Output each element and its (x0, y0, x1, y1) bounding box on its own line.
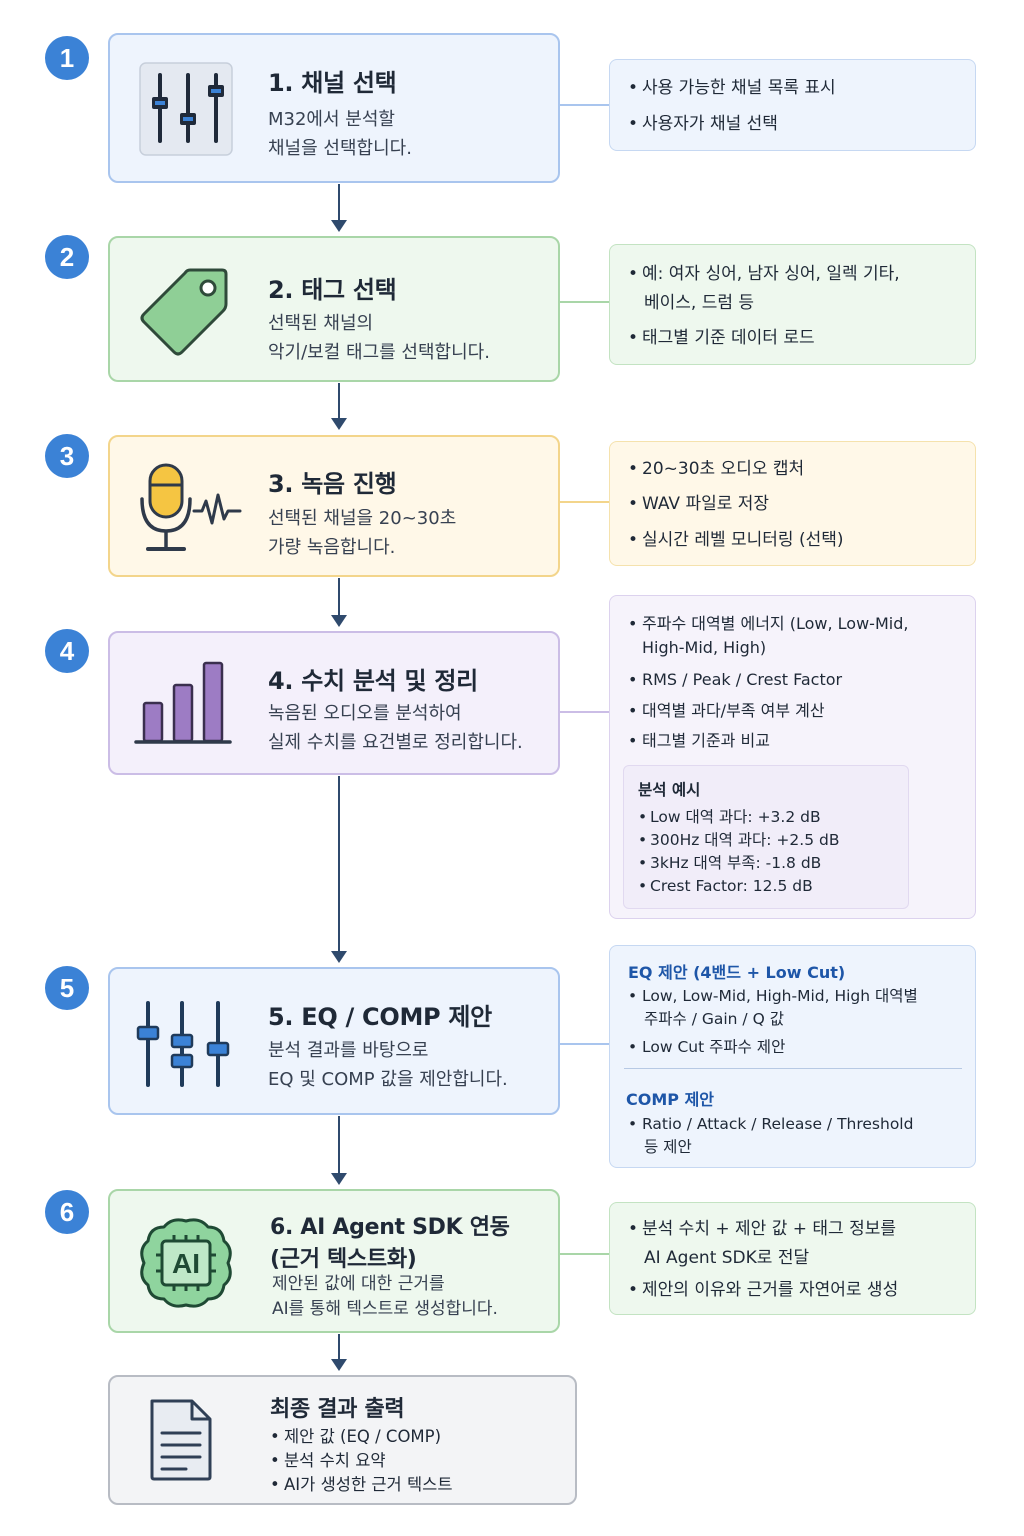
step-number-4: 4 (45, 629, 89, 673)
step-number-1: 1 (45, 36, 89, 80)
step-2-notes: •예: 여자 싱어, 남자 싱어, 일렉 기타, 베이스, 드럼 등 •태그별 … (609, 244, 976, 365)
step-6-desc-line-1: 제안된 값에 대한 근거를 (272, 1274, 445, 1294)
final-output-item-1: •제안 값 (EQ / COMP) (270, 1427, 442, 1446)
step-2-desc-line-1: 선택된 채널의 (268, 313, 374, 334)
step-6-note-1-cont: AI Agent SDK로 전달 (644, 1248, 810, 1268)
step-6-title-line-2: (근거 텍스트화) (270, 1247, 417, 1272)
step-3-note-1: •20~30초 오디오 캡처 (628, 459, 805, 479)
connector-6 (560, 1253, 609, 1255)
analysis-example-title: 분석 예시 (638, 781, 701, 799)
step-4-note-2: •RMS / Peak / Crest Factor (628, 670, 843, 689)
step-2-box: 2. 태그 선택 선택된 채널의 악기/보컬 태그를 선택합니다. (108, 236, 560, 382)
connector-4 (560, 711, 609, 713)
connector-2 (560, 301, 609, 303)
eq-slider-icon (134, 999, 234, 1093)
step-5-notes: EQ 제안 (4밴드 + Low Cut) •Low, Low-Mid, Hig… (609, 945, 976, 1168)
final-output-box: 최종 결과 출력 •제안 값 (EQ / COMP) •분석 수치 요약 •AI… (108, 1375, 577, 1505)
eq-suggestion-item-1-cont: 주파수 / Gain / Q 값 (644, 1010, 784, 1028)
step-4-note-4: •태그별 기준과 비교 (628, 731, 770, 750)
step-1-desc-line-1: M32에서 분석할 (268, 109, 395, 130)
step-4-title: 4. 수치 분석 및 정리 (268, 667, 478, 695)
final-output-title: 최종 결과 출력 (270, 1397, 405, 1422)
step-5-desc-line-1: 분석 결과를 바탕으로 (268, 1040, 429, 1061)
flow-line-5 (338, 1116, 340, 1174)
step-number-6: 6 (45, 1190, 89, 1234)
step-2-title: 2. 태그 선택 (268, 276, 397, 304)
step-2-note-2: •태그별 기준 데이터 로드 (628, 328, 815, 348)
flow-arrow-6 (331, 1359, 347, 1371)
bar-chart-icon (134, 657, 234, 751)
step-2-note-1-cont: 베이스, 드럼 등 (644, 293, 755, 313)
step-5-box: 5. EQ / COMP 제안 분석 결과를 바탕으로 EQ 및 COMP 값을… (108, 967, 560, 1115)
eq-suggestion-item-2: •Low Cut 주파수 제안 (628, 1038, 786, 1056)
step-number-5: 5 (45, 966, 89, 1010)
step-1-notes: •사용 가능한 채널 목록 표시 •사용자가 채널 선택 (609, 59, 976, 151)
flow-line-6 (338, 1334, 340, 1360)
connector-1 (560, 104, 609, 106)
step-4-note-3: •대역별 과다/부족 여부 계산 (628, 701, 825, 720)
step-3-desc-line-2: 가량 녹음합니다. (268, 537, 396, 558)
step-1-box: 1. 채널 선택 M32에서 분석할 채널을 선택합니다. (108, 33, 560, 183)
step-1-note-2: •사용자가 채널 선택 (628, 114, 778, 134)
step-4-notes: •주파수 대역별 에너지 (Low, Low-Mid, High-Mid, Hi… (609, 595, 976, 919)
step-5-desc-line-2: EQ 및 COMP 값을 제안합니다. (268, 1069, 508, 1090)
ai-icon-label: AI (172, 1248, 200, 1279)
step-3-note-2: •WAV 파일로 저장 (628, 494, 770, 514)
step-1-note-1: •사용 가능한 채널 목록 표시 (628, 78, 836, 98)
step-3-box: 3. 녹음 진행 선택된 채널을 20~30초 가량 녹음합니다. (108, 435, 560, 577)
connector-5 (560, 1043, 609, 1045)
comp-suggestion-item-1-cont: 등 제안 (644, 1138, 692, 1156)
comp-suggestion-item-1: •Ratio / Attack / Release / Threshold (628, 1115, 914, 1133)
analysis-example-item-2: •300Hz 대역 과다: +2.5 dB (638, 831, 840, 849)
flow-arrow-4 (331, 951, 347, 963)
step-6-box: AI 6. AI Agent SDK 연동 (근거 텍스트화) 제안된 값에 대… (108, 1189, 560, 1333)
ai-brain-icon: AI (134, 1213, 238, 1317)
step-1-title: 1. 채널 선택 (268, 69, 397, 97)
flow-arrow-1 (331, 220, 347, 232)
flow-arrow-3 (331, 615, 347, 627)
step-4-note-1-cont: High-Mid, High) (642, 638, 767, 657)
step-1-desc-line-2: 채널을 선택합니다. (268, 138, 412, 159)
step-6-notes: •분석 수치 + 제안 값 + 태그 정보를 AI Agent SDK로 전달 … (609, 1202, 976, 1315)
step-4-desc-line-1: 녹음된 오디오를 분석하여 (268, 703, 462, 724)
analysis-example-item-1: •Low 대역 과다: +3.2 dB (638, 808, 821, 826)
step-3-title: 3. 녹음 진행 (268, 470, 397, 498)
flow-line-3 (338, 578, 340, 616)
step-6-desc-line-2: AI를 통해 텍스트로 생성합니다. (272, 1299, 498, 1319)
analysis-example-item-3: •3kHz 대역 부족: -1.8 dB (638, 854, 822, 872)
step-number-3: 3 (45, 434, 89, 478)
analysis-example-box: 분석 예시 •Low 대역 과다: +3.2 dB •300Hz 대역 과다: … (623, 765, 909, 909)
final-output-item-3: •AI가 생성한 근거 텍스트 (270, 1475, 453, 1494)
notes-divider (624, 1068, 962, 1069)
document-icon (146, 1397, 216, 1487)
analysis-example-item-4: •Crest Factor: 12.5 dB (638, 877, 813, 895)
step-2-note-1: •예: 여자 싱어, 남자 싱어, 일렉 기타, (628, 264, 900, 284)
final-output-item-2: •분석 수치 요약 (270, 1451, 386, 1470)
step-5-title: 5. EQ / COMP 제안 (268, 1003, 492, 1031)
step-3-desc-line-1: 선택된 채널을 20~30초 (268, 508, 457, 529)
eq-suggestion-title: EQ 제안 (4밴드 + Low Cut) (628, 963, 846, 982)
microphone-icon (134, 461, 244, 561)
flow-line-4 (338, 776, 340, 952)
step-4-note-1: •주파수 대역별 에너지 (Low, Low-Mid, (628, 614, 909, 633)
step-3-notes: •20~30초 오디오 캡처 •WAV 파일로 저장 •실시간 레벨 모니터링 … (609, 441, 976, 566)
step-number-2: 2 (45, 235, 89, 279)
tag-icon (134, 260, 234, 364)
flow-arrow-2 (331, 418, 347, 430)
mixer-fader-icon (134, 59, 234, 163)
flow-line-2 (338, 383, 340, 419)
comp-suggestion-title: COMP 제안 (626, 1090, 715, 1109)
flow-line-1 (338, 184, 340, 222)
step-4-desc-line-2: 실제 수치를 요건별로 정리합니다. (268, 732, 523, 753)
step-6-title-line-1: 6. AI Agent SDK 연동 (270, 1215, 510, 1240)
step-6-note-1: •분석 수치 + 제안 값 + 태그 정보를 (628, 1219, 896, 1239)
connector-3 (560, 501, 609, 503)
step-4-box: 4. 수치 분석 및 정리 녹음된 오디오를 분석하여 실제 수치를 요건별로 … (108, 631, 560, 775)
flow-arrow-5 (331, 1173, 347, 1185)
step-3-note-3: •실시간 레벨 모니터링 (선택) (628, 530, 844, 550)
step-2-desc-line-2: 악기/보컬 태그를 선택합니다. (268, 342, 490, 363)
step-6-note-2: •제안의 이유와 근거를 자연어로 생성 (628, 1280, 899, 1300)
eq-suggestion-item-1: •Low, Low-Mid, High-Mid, High 대역별 (628, 987, 918, 1005)
